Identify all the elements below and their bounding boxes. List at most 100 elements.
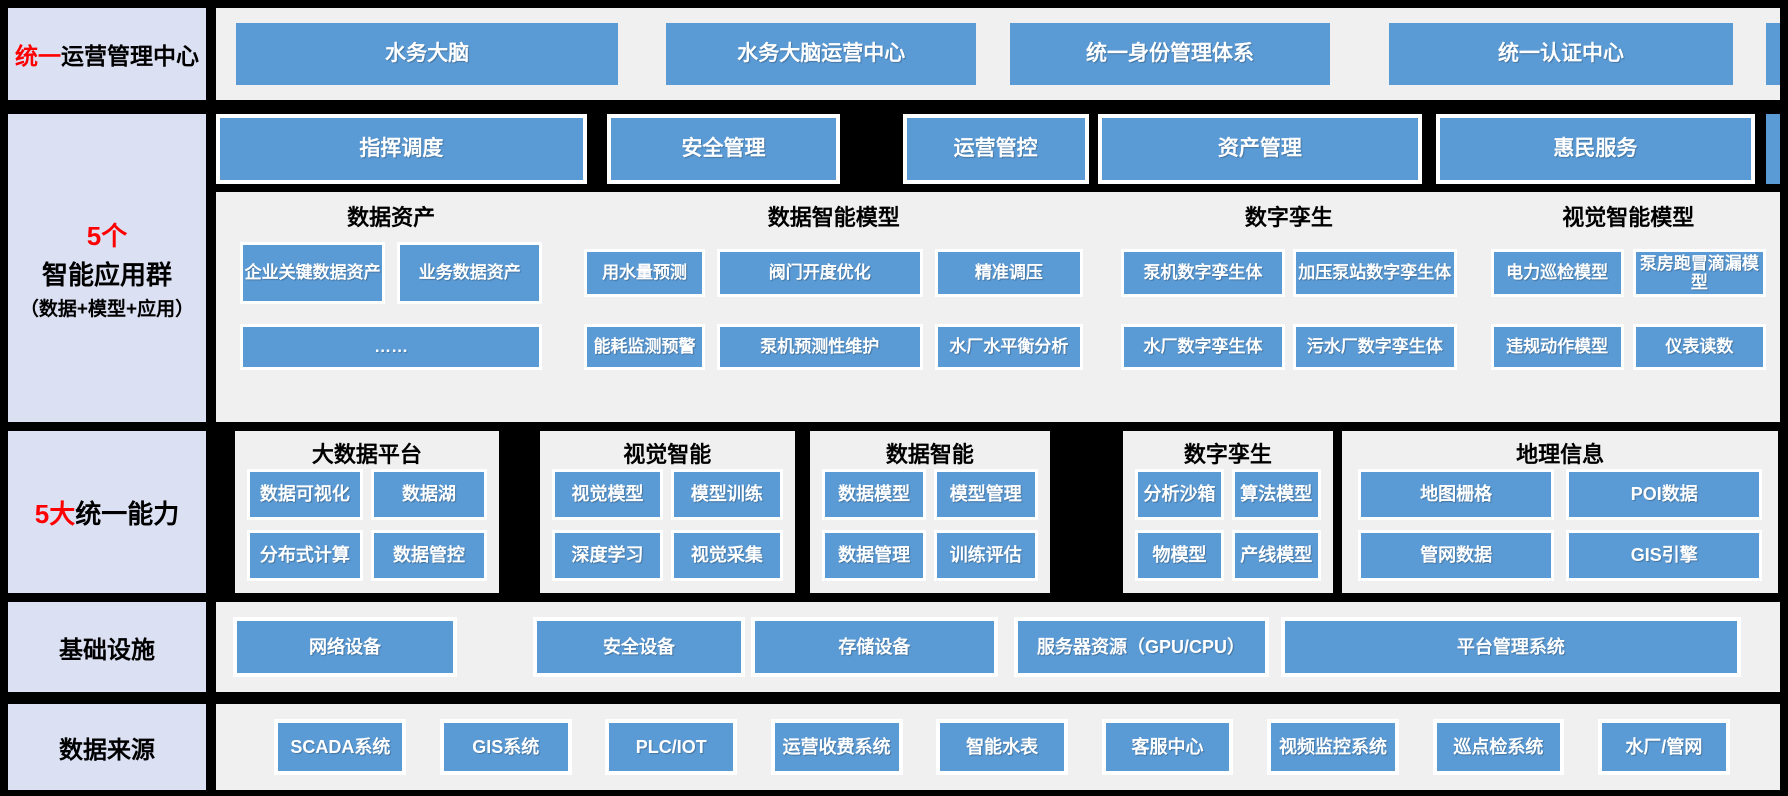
panel-title-geographic-info: 地理信息	[1516, 442, 1605, 467]
sidebar-row5-label: 数据来源	[59, 736, 155, 764]
group-visual-intelligence-models: 视觉智能模型 电力巡检模型 泵房跑冒滴漏模型 违规动作模型 仪表读数	[1477, 192, 1780, 422]
pump-predictive-maintenance-box: 泵机预测性维护	[716, 324, 923, 370]
billing-system-box: 运营收费系统	[770, 719, 903, 775]
capability-grid: 数据可视化 数据湖 分布式计算 数据管控	[235, 469, 499, 593]
deep-learning-box: 深度学习	[551, 530, 664, 581]
group-title-visual-intelligence-models: 视觉智能模型	[1562, 205, 1695, 230]
row5-panel: SCADA系统 GIS系统 PLC/IOT 运营收费系统 智能水表 客服中心 视…	[216, 704, 1780, 790]
panel-title-big-data-platform: 大数据平台	[311, 442, 422, 467]
command-dispatch-box: 指挥调度	[216, 114, 587, 184]
safety-management-box: 安全管理	[606, 114, 841, 184]
group-digital-twin: 数字孪生 泵机数字孪生体 加压泵站数字孪生体 水厂数字孪生体 污水厂数字孪生体	[1101, 192, 1476, 422]
row2-content: 指挥调度 安全管理 运营管控 资产管理 惠民服务 数据资产 企业关键数据资产 业…	[216, 114, 1780, 422]
group-data-intelligence-models: 数据智能模型 用水量预测 阀门开度优化 精准调压 能耗监测预警 泵机预测性维护 …	[566, 192, 1101, 422]
sidebar-row1-label-black: 运营管理中心	[61, 43, 199, 69]
sidebar-row1-label-red: 统一	[15, 43, 61, 69]
violation-action-model-box: 违规动作模型	[1490, 324, 1624, 370]
sidebar-row3-label: 5大统一能力	[35, 494, 179, 531]
row-unified-capabilities: 5大统一能力 大数据平台 数据可视化 数据湖 分布式计算 数据管控 视觉智能 视…	[8, 431, 1780, 593]
capability-grid: 数据模型 模型管理 数据管理 训练评估	[810, 469, 1049, 593]
panel-visual-intelligence: 视觉智能 视觉模型 模型训练 深度学习 视觉采集	[539, 431, 795, 593]
sidebar-application-groups: 5个 智能应用群 （数据+模型+应用）	[8, 114, 206, 422]
group-row: 泵机数字孪生体 加压泵站数字孪生体	[1101, 240, 1476, 306]
group-row: ……	[216, 324, 566, 370]
pump-room-leakage-model-box: 泵房跑冒滴漏模型	[1632, 249, 1766, 297]
row4-panel: 网络设备 安全设备 存储设备 服务器资源（GPU/CPU） 平台管理系统	[216, 602, 1780, 692]
asset-management-box: 资产管理	[1098, 114, 1422, 184]
pressure-station-digital-twin-box: 加压泵站数字孪生体	[1292, 249, 1457, 297]
group-row: 企业关键数据资产 业务数据资产	[216, 240, 566, 306]
data-visualization-box: 数据可视化	[246, 469, 363, 520]
group-row: 用水量预测 阀门开度优化 精准调压	[566, 240, 1101, 306]
customer-service-center-box: 客服中心	[1101, 719, 1234, 775]
storage-equipment-box: 存储设备	[750, 617, 998, 677]
sidebar-unified-capabilities: 5大统一能力	[8, 431, 206, 593]
analysis-sandbox-box: 分析沙箱	[1135, 469, 1224, 520]
capability-grid: 分析沙箱 算法模型 物模型 产线模型	[1123, 469, 1333, 593]
business-data-assets-box: 业务数据资产	[397, 242, 543, 304]
sidebar-row2-subtitle: （数据+模型+应用）	[19, 298, 195, 320]
sidebar-row2-title: 智能应用群	[41, 259, 172, 290]
water-brain-ops-center-box: 水务大脑运营中心	[666, 23, 977, 85]
cropped-strip-sliver	[1766, 114, 1780, 184]
enterprise-key-data-assets-box: 企业关键数据资产	[240, 242, 386, 304]
panel-data-intelligence: 数据智能 数据模型 模型管理 数据管理 训练评估	[810, 431, 1050, 593]
water-plant-digital-twin-box: 水厂数字孪生体	[1121, 324, 1285, 370]
water-brain-box: 水务大脑	[236, 23, 618, 85]
sidebar-row4-label: 基础设施	[59, 636, 155, 664]
sidebar-unified-operations-center: 统一运营管理中心	[8, 8, 206, 100]
visual-model-box: 视觉模型	[551, 469, 664, 520]
pipeline-data-box: 管网数据	[1358, 530, 1555, 581]
panel-big-data-platform: 大数据平台 数据可视化 数据湖 分布式计算 数据管控	[234, 431, 500, 593]
sidebar-row1-label: 统一运营管理中心	[15, 37, 199, 71]
poi-data-box: POI数据	[1566, 469, 1763, 520]
training-evaluation-box: 训练评估	[933, 530, 1038, 581]
distributed-computing-box: 分布式计算	[246, 530, 363, 581]
panel-digital-twin-capability: 数字孪生 分析沙箱 算法模型 物模型 产线模型	[1123, 431, 1333, 593]
data-lake-box: 数据湖	[370, 469, 488, 520]
power-inspection-model-box: 电力巡检模型	[1490, 249, 1624, 297]
group-row: 违规动作模型 仪表读数	[1477, 324, 1780, 370]
sewage-plant-digital-twin-box: 污水厂数字孪生体	[1292, 324, 1457, 370]
panel-title-data-intelligence: 数据智能	[885, 442, 974, 467]
public-service-box: 惠民服务	[1435, 114, 1755, 184]
pump-digital-twin-box: 泵机数字孪生体	[1121, 249, 1285, 297]
group-data-assets: 数据资产 企业关键数据资产 业务数据资产 ……	[216, 192, 566, 422]
gis-engine-box: GIS引擎	[1566, 530, 1763, 581]
row1-panel: 水务大脑 水务大脑运营中心 统一身份管理体系 统一认证中心	[216, 8, 1780, 100]
panel-title-visual-intelligence: 视觉智能	[623, 442, 712, 467]
application-header-strip: 指挥调度 安全管理 运营管控 资产管理 惠民服务	[216, 114, 1780, 184]
group-row: 电力巡检模型 泵房跑冒滴漏模型	[1477, 240, 1780, 306]
gis-system-box: GIS系统	[439, 719, 572, 775]
water-plant-pipeline-box: 水厂/管网	[1597, 719, 1730, 775]
operations-control-box: 运营管控	[902, 114, 1089, 184]
smart-meter-box: 智能水表	[936, 719, 1068, 775]
inspection-system-box: 巡点检系统	[1432, 719, 1565, 775]
scada-system-box: SCADA系统	[274, 719, 407, 775]
group-title-data-intelligence-models: 数据智能模型	[767, 205, 900, 230]
visual-capture-box: 视觉采集	[671, 530, 783, 581]
capability-grid: 地图栅格 POI数据 管网数据 GIS引擎	[1342, 469, 1778, 593]
model-management-box: 模型管理	[933, 469, 1038, 520]
unified-auth-center-box: 统一认证中心	[1388, 23, 1734, 85]
group-title-digital-twin: 数字孪生	[1244, 205, 1333, 230]
plant-water-balance-analysis-box: 水厂水平衡分析	[934, 324, 1084, 370]
row-data-sources: 数据来源 SCADA系统 GIS系统 PLC/IOT 运营收费系统 智能水表 客…	[8, 704, 1780, 790]
production-line-model-box: 产线模型	[1231, 530, 1321, 581]
row-application-groups: 5个 智能应用群 （数据+模型+应用） 指挥调度 安全管理 运营管控 资产管理 …	[8, 114, 1780, 422]
algorithm-model-box: 算法模型	[1231, 469, 1321, 520]
group-row: 能耗监测预警 泵机预测性维护 水厂水平衡分析	[566, 324, 1101, 370]
ellipsis-box: ……	[240, 324, 543, 370]
sidebar-data-sources: 数据来源	[8, 704, 206, 790]
data-governance-box: 数据管控	[370, 530, 488, 581]
video-surveillance-system-box: 视频监控系统	[1267, 719, 1399, 775]
platform-management-system-box: 平台管理系统	[1281, 617, 1741, 677]
group-row: 水厂数字孪生体 污水厂数字孪生体	[1101, 324, 1476, 370]
water-usage-forecast-box: 用水量预测	[584, 249, 705, 297]
server-resources-box: 服务器资源（GPU/CPU）	[1013, 617, 1269, 677]
sidebar-row3-label-black: 统一能力	[75, 498, 180, 529]
model-training-box: 模型训练	[671, 469, 783, 520]
row-unified-operations: 统一运营管理中心 水务大脑 水务大脑运营中心 统一身份管理体系 统一认证中心	[8, 8, 1780, 100]
row3-content: 大数据平台 数据可视化 数据湖 分布式计算 数据管控 视觉智能 视觉模型 模型训…	[216, 431, 1780, 593]
